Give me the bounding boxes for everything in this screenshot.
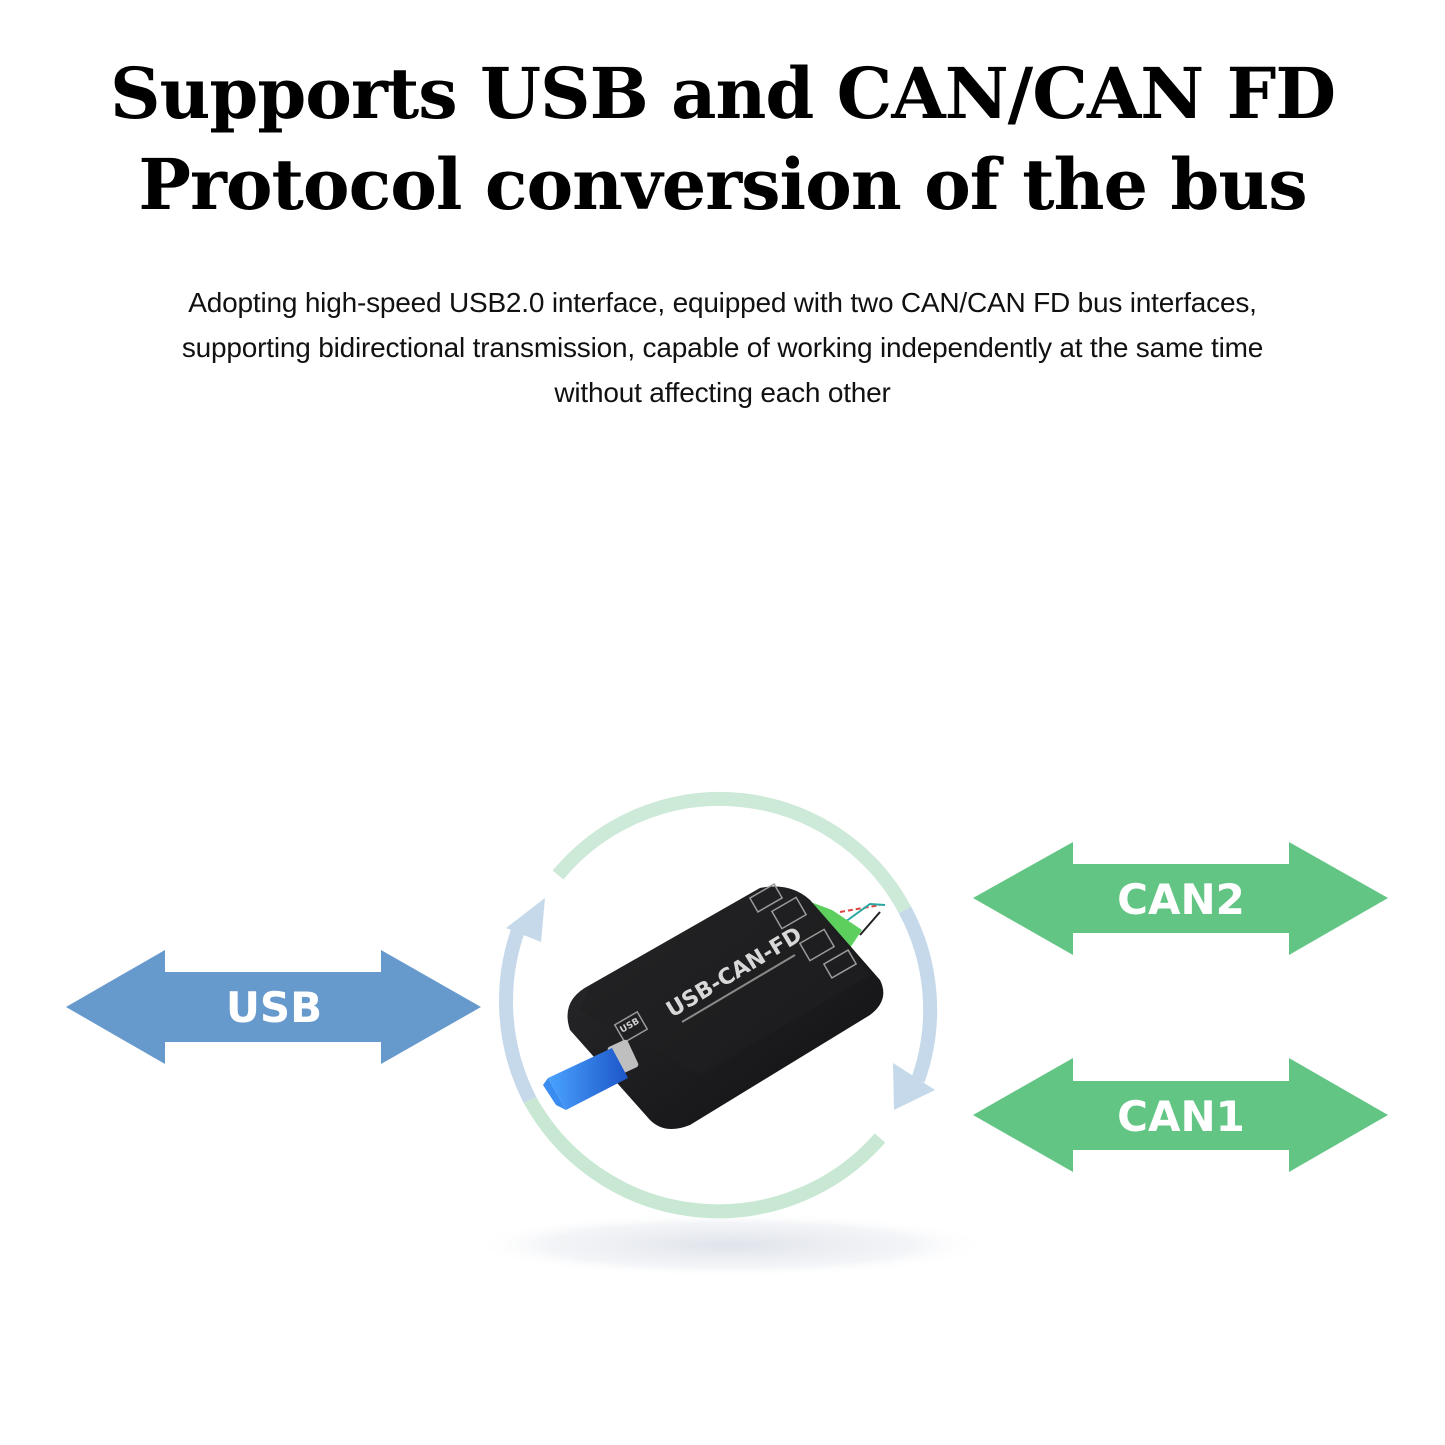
description-line-2: supporting bidirectional transmission, c…: [181, 332, 1264, 363]
cycle-arrowhead-up-icon: [506, 898, 545, 942]
description-line-1: Adopting high-speed USB2.0 interface, eq…: [188, 287, 1257, 318]
usb-port-label-box: [613, 1010, 649, 1044]
protocol-conversion-diagram: USB CAN2 CAN1: [66, 791, 1388, 1277]
cycle-arc-right-blue: [898, 906, 938, 1083]
can1-arrow-label: CAN1: [1117, 1092, 1245, 1141]
description-line-3: without affecting each other: [554, 377, 891, 408]
can1-double-arrow-icon: [973, 1058, 1388, 1172]
usb-cable-plug-tip: [543, 1078, 566, 1110]
usb-can-fd-device: USB-CAN-FD USB: [543, 883, 886, 1129]
title-line-2: Protocol conversion of the bus: [138, 143, 1307, 226]
can2-arrow-label: CAN2: [1117, 875, 1245, 924]
cycle-arrowhead-down-icon: [893, 1063, 935, 1110]
usb-arrow: USB: [66, 950, 481, 1064]
cable-black-wire: [859, 911, 881, 936]
cycle-arc-top-green: [552, 791, 912, 914]
usb-double-arrow-icon: [66, 950, 481, 1064]
cycle-arc-left-blue: [499, 922, 537, 1104]
device-label-underline: [681, 954, 796, 1023]
page-title: Supports USB and CAN/CAN FD Protocol con…: [0, 48, 1445, 230]
title-line-1: Supports USB and CAN/CAN FD: [109, 52, 1336, 135]
usb-cable-plug: [548, 1048, 628, 1110]
can2-double-arrow-icon: [973, 842, 1388, 955]
description: Adopting high-speed USB2.0 interface, eq…: [60, 280, 1385, 415]
cycle-arc-bottom-green: [523, 1096, 886, 1219]
cycle-arrows: [499, 791, 938, 1219]
device-top-face: [580, 886, 870, 1075]
device-shadow: [470, 1213, 990, 1277]
cable-cyan-wire: [844, 902, 886, 923]
can2-arrow: CAN2: [973, 842, 1388, 955]
usb-arrow-label: USB: [226, 983, 322, 1032]
can1-arrow: CAN1: [973, 1058, 1388, 1172]
can-port-labels: [748, 883, 858, 979]
cable-red-wire: [839, 904, 881, 913]
